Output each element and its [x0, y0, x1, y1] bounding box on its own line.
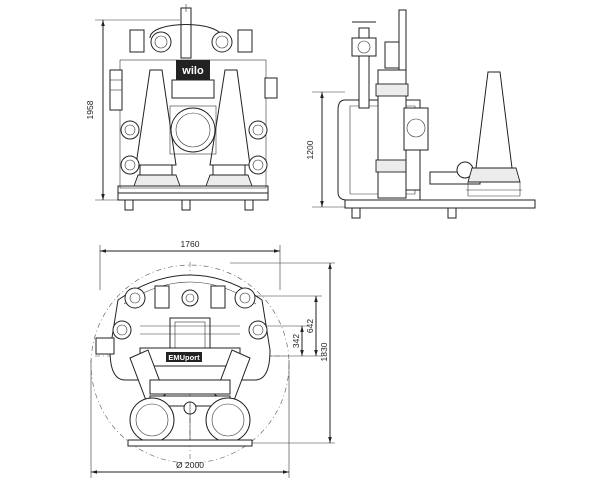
side-view: 1200 — [305, 9, 536, 219]
side-height-label: 1200 — [305, 140, 315, 159]
front-height-label: 1958 — [85, 100, 95, 119]
top-diameter-label: Ø 2000 — [176, 460, 204, 470]
top-offset-label-342: 342 — [291, 334, 301, 348]
top-width-label: 1760 — [181, 239, 200, 249]
front-view: 1958 wilo — [85, 4, 278, 211]
top-width-dimension: 1760 — [99, 239, 281, 290]
tank-label: EMUport — [168, 353, 200, 362]
top-depth-label: 1830 — [319, 342, 329, 361]
top-view: 1760 1830 642 342 Ø 2000 — [90, 239, 335, 478]
top-offset-dimension-642: 642 — [255, 295, 322, 357]
brand-logo: wilo — [181, 65, 204, 77]
side-height-dimension: 1200 — [305, 91, 345, 208]
top-offset-label-642: 642 — [305, 319, 315, 333]
top-diameter-dimension: Ø 2000 — [90, 360, 290, 478]
